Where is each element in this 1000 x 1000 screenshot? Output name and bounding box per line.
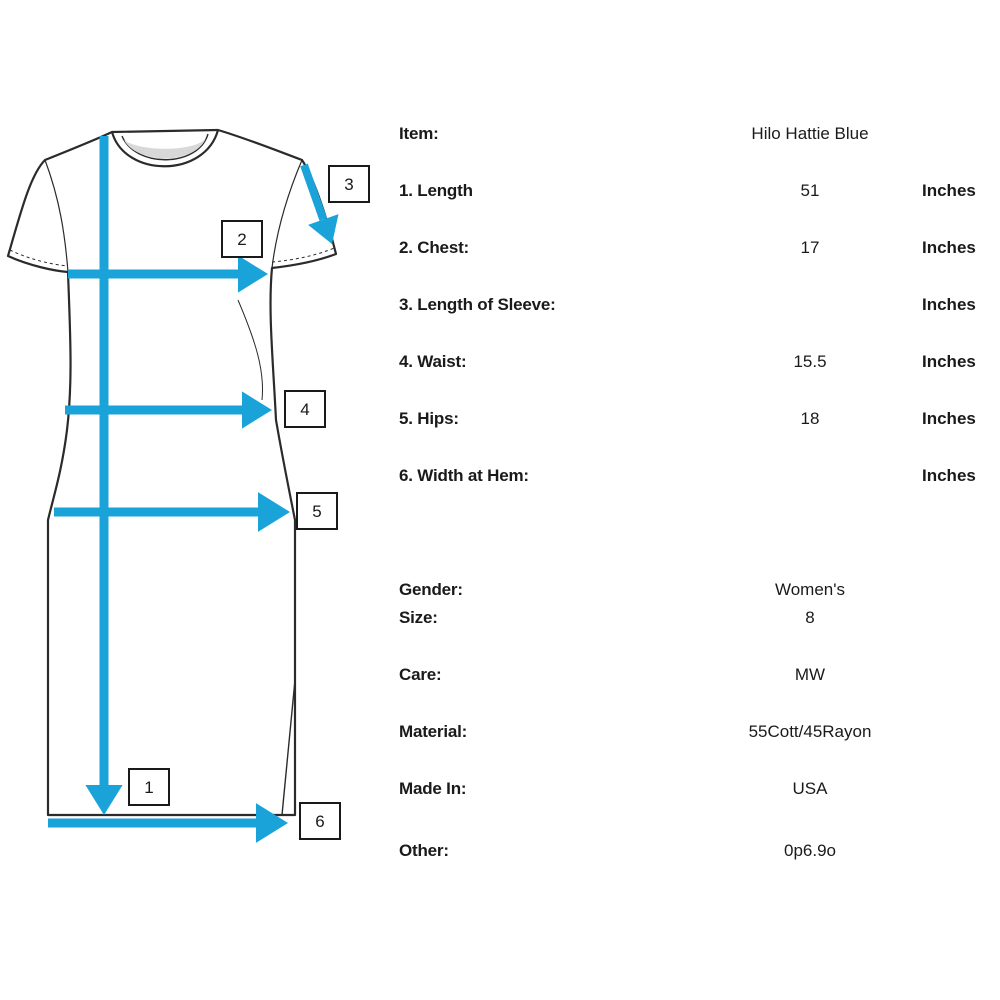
item-label: Item: (399, 124, 439, 143)
hem-arrow (48, 803, 288, 843)
marker-box-hips: 5 (296, 492, 338, 530)
detail-label-made-in: Made In: (399, 779, 467, 798)
detail-label-care: Care: (399, 665, 442, 684)
detail-value-care: MW (794, 665, 826, 684)
measurement-arrows (48, 136, 339, 843)
detail-label-size: Size: (399, 608, 438, 627)
measurement-value-chest: 17 (800, 238, 820, 257)
marker-box-sleeve: 3 (328, 165, 370, 203)
chest-arrow (68, 255, 268, 293)
dress-outline (6, 128, 338, 817)
waist-arrow (65, 391, 272, 429)
length-arrow (85, 136, 123, 815)
marker-number-hem: 6 (315, 812, 324, 831)
marker-box-waist: 4 (284, 390, 326, 428)
detail-value-other: 0p6.9o (784, 841, 836, 860)
detail-value-made-in: USA (792, 779, 828, 798)
marker-number-chest: 2 (237, 230, 246, 249)
item-value: Hilo Hattie Blue (751, 124, 869, 143)
measurement-value-hips: 18 (800, 409, 820, 428)
measurement-value-length: 51 (800, 181, 820, 200)
measurement-label-hips: 5. Hips: (399, 409, 459, 428)
measurement-unit-chest: Inches (922, 238, 976, 257)
detail-value-gender: Women's (774, 580, 846, 599)
marker-number-waist: 4 (300, 400, 309, 419)
marker-number-sleeve: 3 (344, 175, 353, 194)
measurement-unit-hem: Inches (922, 466, 976, 485)
dress-measurement-diagram: 1 2 3 4 5 6 (6, 128, 370, 843)
detail-value-material: 55Cott/45Rayon (748, 722, 872, 741)
measurement-unit-sleeve: Inches (922, 295, 976, 314)
hips-arrow (54, 492, 290, 532)
detail-value-size: 8 (805, 608, 815, 627)
measurement-label-hem: 6. Width at Hem: (399, 466, 529, 485)
marker-box-hem: 6 (299, 802, 341, 840)
measurement-unit-length: Inches (922, 181, 976, 200)
measurement-unit-hips: Inches (922, 409, 976, 428)
marker-number-length: 1 (144, 778, 153, 797)
marker-box-chest: 2 (221, 220, 263, 258)
marker-box-length: 1 (128, 768, 170, 806)
detail-label-gender: Gender: (399, 580, 463, 599)
marker-number-hips: 5 (312, 502, 321, 521)
detail-label-material: Material: (399, 722, 468, 741)
neck-ribbing (124, 138, 206, 159)
measurement-unit-waist: Inches (922, 352, 976, 371)
marker-labels: 1 2 3 4 5 6 (128, 165, 370, 840)
measurement-label-sleeve: 3. Length of Sleeve: (399, 295, 556, 314)
measurement-value-waist: 15.5 (793, 352, 827, 371)
measurement-label-chest: 2. Chest: (399, 238, 469, 257)
detail-label-other: Other: (399, 841, 449, 860)
measurement-label-waist: 4. Waist: (399, 352, 467, 371)
sleeve-arrow (300, 163, 339, 244)
measurement-label-length: 1. Length (399, 181, 473, 200)
